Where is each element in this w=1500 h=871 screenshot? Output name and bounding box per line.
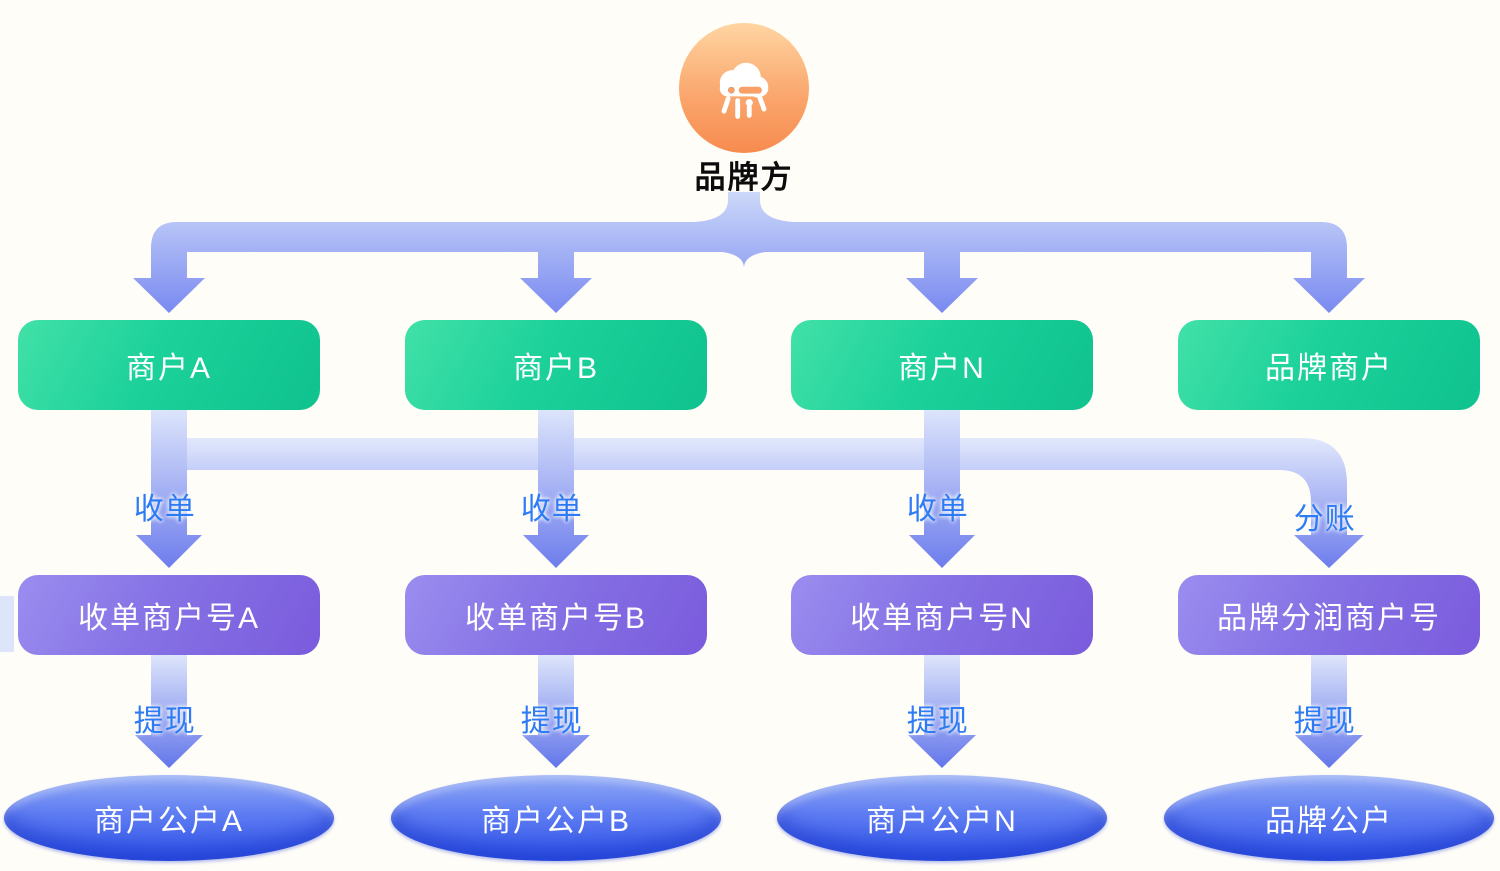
withdraw-arrow-n [908,655,976,768]
flow-label-acquire-n: 收单 [906,493,969,526]
withdraw-arrow-brand [1295,655,1363,768]
brand-branch-notch [712,251,776,268]
bank-ellipse-a: 商户公户A [4,775,334,861]
flow-label-withdraw-b: 提现 [520,705,583,738]
merchant-box-a: 商户A [18,320,320,410]
acquiring-band [151,438,1364,568]
merchant-box-n: 商户N [791,320,1093,410]
brand-branch-drop-n [906,228,978,313]
account-box-b: 收单商户号B [405,575,707,655]
account-box-a: 收单商户号A [18,575,320,655]
flow-label-acquire-a: 收单 [133,493,196,526]
withdraw-arrow-a [135,655,203,768]
edge-band-stub [0,596,14,652]
flow-label-acquire-b: 收单 [520,493,583,526]
acquire-arrow-a [136,410,202,568]
account-box-brand: 品牌分润商户号 [1178,575,1480,655]
brand-root-label: 品牌方 [694,160,794,195]
brand-branch-stem [694,192,794,222]
bank-ellipse-n: 商户公户N [777,775,1107,861]
acquire-arrow-n [909,410,975,568]
account-box-n: 收单商户号N [791,575,1093,655]
brand-root-node [679,23,809,153]
bank-ellipse-brand: 品牌公户 [1164,775,1494,861]
brand-branch-drop-b [520,228,592,313]
cloud-network-icon [719,62,769,119]
brand-branch-band [133,222,1365,313]
acquire-arrow-b [523,410,589,568]
withdraw-arrow-b [522,655,590,768]
flow-label-withdraw-a: 提现 [133,705,196,738]
flow-label-withdraw-brand: 提现 [1293,705,1356,738]
flow-label-profit-share: 分账 [1293,503,1356,536]
bank-ellipse-b: 商户公户B [391,775,721,861]
flow-label-withdraw-n: 提现 [906,705,969,738]
merchant-box-brand: 品牌商户 [1178,320,1480,410]
merchant-box-b: 商户B [405,320,707,410]
